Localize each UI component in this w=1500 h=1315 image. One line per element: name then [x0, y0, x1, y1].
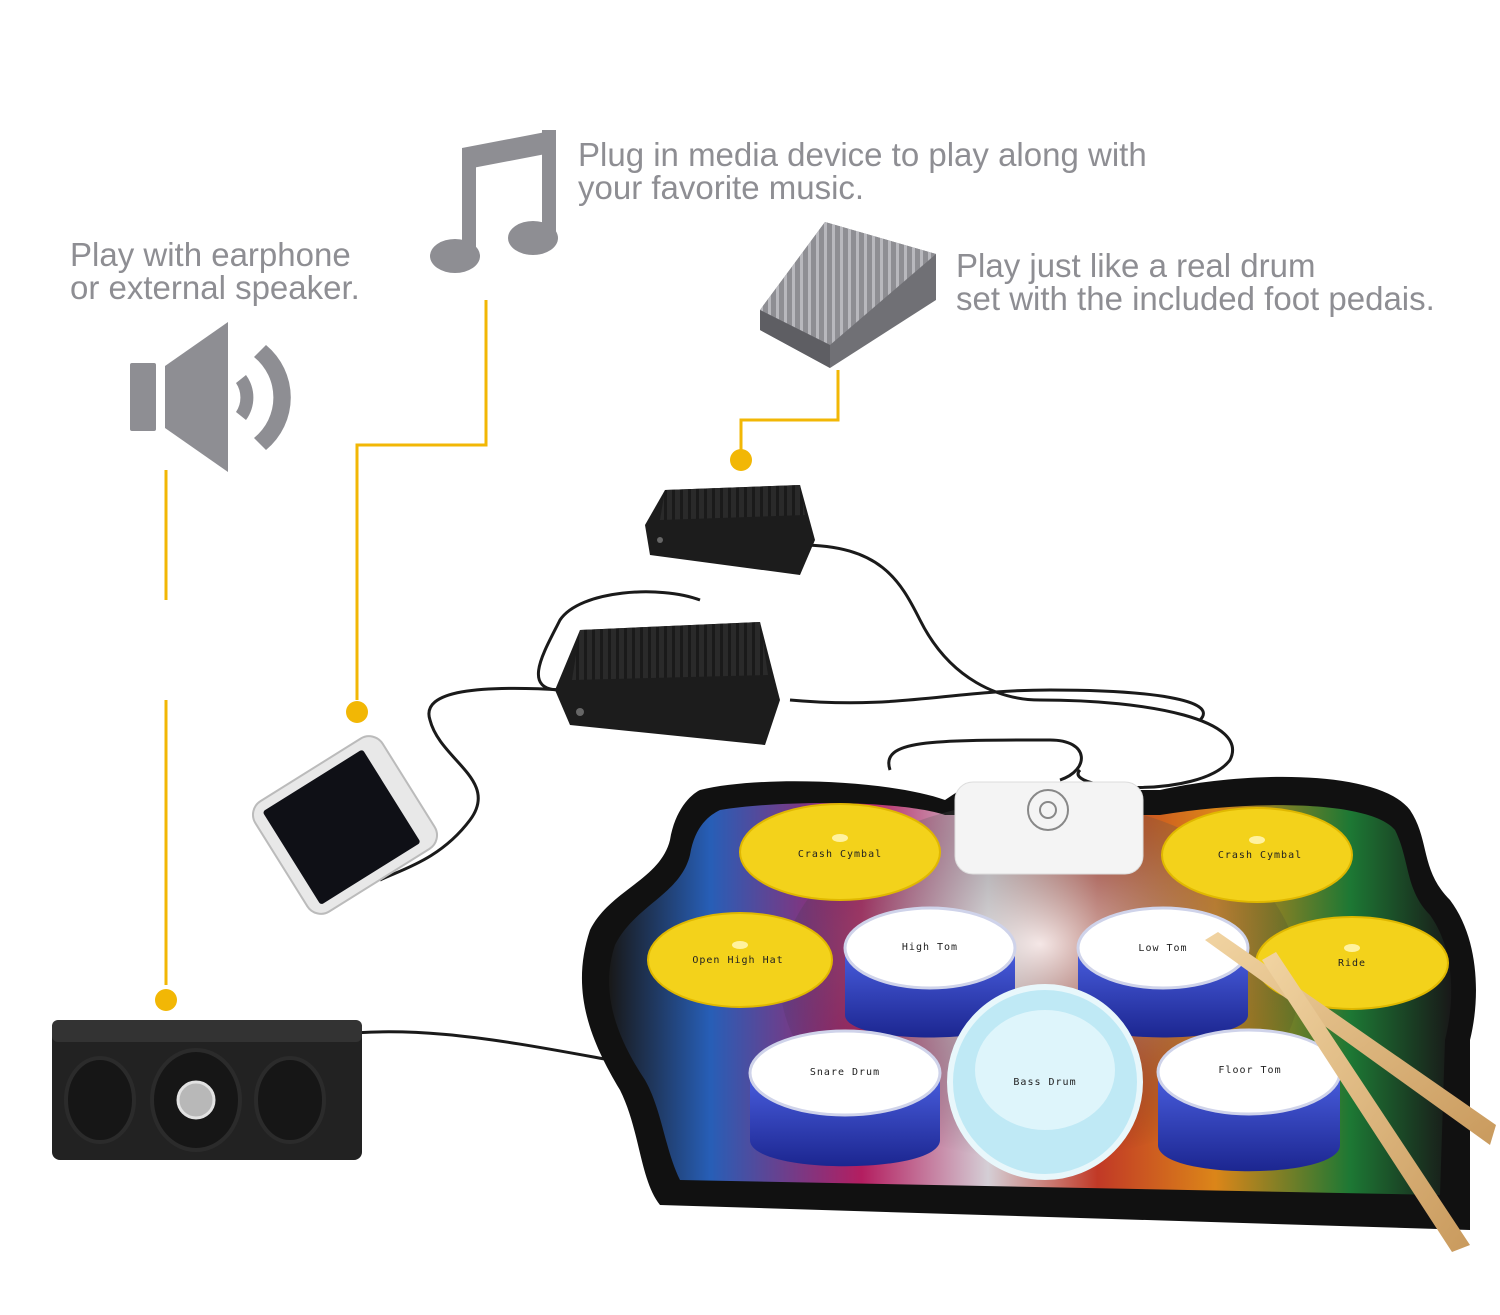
pad-label: Ride [1338, 958, 1366, 969]
foot-pedal-top [645, 485, 815, 575]
pad-bass-drum: Bass Drum [947, 984, 1143, 1180]
pad-label: Bass Drum [1013, 1077, 1076, 1088]
caption-media: Plug in media device to play along with … [578, 138, 1147, 204]
bluetooth-speaker [52, 1020, 362, 1160]
cables [299, 543, 1234, 1062]
foot-pedal-icon [760, 222, 936, 368]
caption-speaker-line1: Play with earphone [70, 236, 351, 273]
pad-label: Crash Cymbal [1218, 850, 1302, 861]
speaker-icon [130, 322, 291, 472]
caption-pedal: Play just like a real drum set with the … [956, 249, 1435, 315]
caption-media-line2: your favorite music. [578, 169, 865, 206]
pad-snare-drum: Snare Drum [748, 1029, 942, 1167]
pad-label: Low Tom [1138, 943, 1187, 954]
pad-label: Open High Hat [692, 955, 783, 966]
caption-pedal-line2: set with the included foot pedais. [956, 280, 1435, 317]
smartphone [251, 735, 439, 915]
pad-label: Crash Cymbal [798, 849, 882, 860]
pad-label: Floor Tom [1218, 1065, 1281, 1076]
caption-speaker-line2: or external speaker. [70, 269, 360, 306]
pad-floor-tom: Floor Tom [1156, 1028, 1342, 1172]
pad-crash-left: Crash Cymbal [739, 803, 941, 901]
caption-speaker: Play with earphone or external speaker. [70, 238, 360, 304]
music-note-icon [430, 130, 558, 273]
foot-pedal-bottom [555, 622, 780, 745]
pad-open-hihat: Open High Hat [647, 912, 833, 1008]
callout-lines [164, 300, 840, 985]
pad-label: High Tom [902, 942, 958, 953]
caption-pedal-line1: Play just like a real drum [956, 247, 1316, 284]
drumsticks [1205, 932, 1496, 1252]
pad-crash-right: Crash Cymbal [1161, 807, 1353, 903]
pad-low-tom: Low Tom [1076, 906, 1250, 1038]
pad-high-tom: High Tom [843, 906, 1017, 1038]
caption-media-line1: Plug in media device to play along with [578, 136, 1147, 173]
callout-dots [155, 449, 752, 1011]
pad-label: Snare Drum [810, 1067, 880, 1078]
pad-ride: Ride [1255, 916, 1449, 1010]
